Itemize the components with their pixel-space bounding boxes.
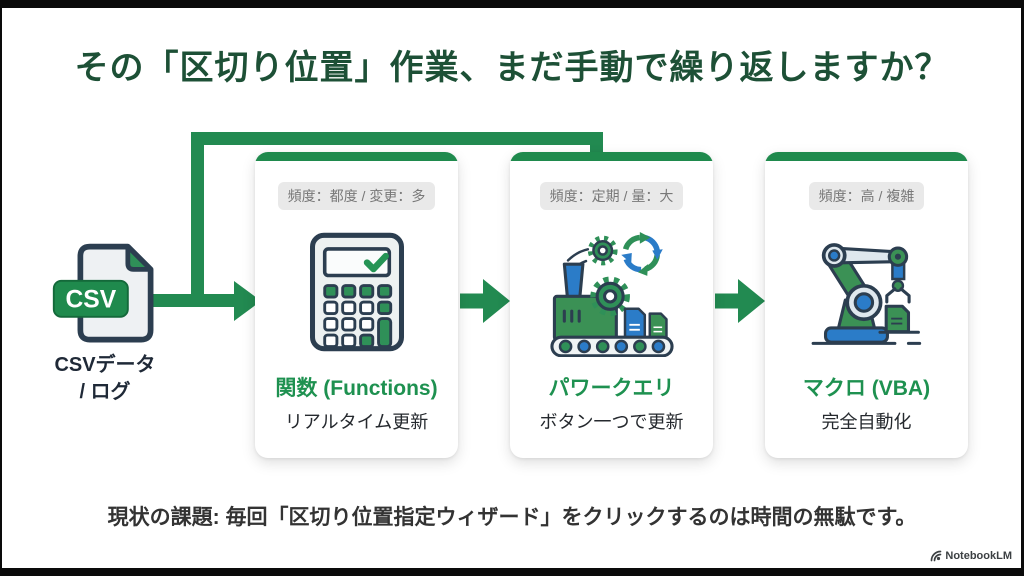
- source-label-line2: / ログ: [79, 381, 131, 403]
- connector-top-line: [191, 132, 603, 145]
- watermark-label: NotebookLM: [945, 550, 1012, 562]
- page-title: その「区切り位置」作業、まだ手動で繰り返しますか？: [74, 49, 950, 87]
- card-subtitle: 完全自動化: [821, 412, 912, 432]
- factory-automation-icon: [518, 220, 705, 364]
- footer-note: 現状の課題: 毎回「区切り位置指定ウィザード」をクリックするのは時間の無駄です。: [107, 506, 917, 529]
- robot-arm-icon: [773, 220, 960, 364]
- small-gear: [587, 235, 618, 266]
- frequency-badge: 頻度：都度 / 変更：多: [277, 182, 436, 210]
- frequency-badge: 頻度：高 / 複雑: [808, 182, 925, 210]
- card-title: パワークエリ: [548, 377, 675, 400]
- solution-card-macro-vba: 頻度：高 / 複雑: [765, 152, 968, 458]
- notebooklm-watermark: NotebookLM: [930, 550, 1012, 562]
- csv-badge-label: CSV: [65, 286, 116, 313]
- source-label: CSVデータ / ログ: [30, 352, 180, 406]
- csv-file-icon: CSV: [50, 242, 162, 348]
- csv-arrow-shaft: [140, 294, 236, 307]
- card-title: 関数 (Functions): [275, 377, 438, 400]
- solution-card-functions: 頻度：都度 / 変更：多: [255, 152, 458, 458]
- csv-badge: [52, 279, 129, 318]
- card-subtitle: ボタン一つで更新: [539, 412, 684, 432]
- frequency-badge: 頻度：定期 / 量：大: [539, 182, 684, 210]
- csv-file-graphic: CSV: [52, 243, 154, 343]
- large-gear: [589, 276, 630, 317]
- card-title: マクロ (VBA): [802, 377, 931, 400]
- connector-left-line: [191, 132, 204, 307]
- card-subtitle: リアルタイム更新: [284, 412, 429, 432]
- solution-card-power-query: 頻度：定期 / 量：大: [510, 152, 713, 458]
- source-label-line1: CSVデータ: [54, 354, 156, 376]
- calculator-icon: [263, 220, 450, 364]
- notebooklm-logo-icon: [931, 550, 942, 562]
